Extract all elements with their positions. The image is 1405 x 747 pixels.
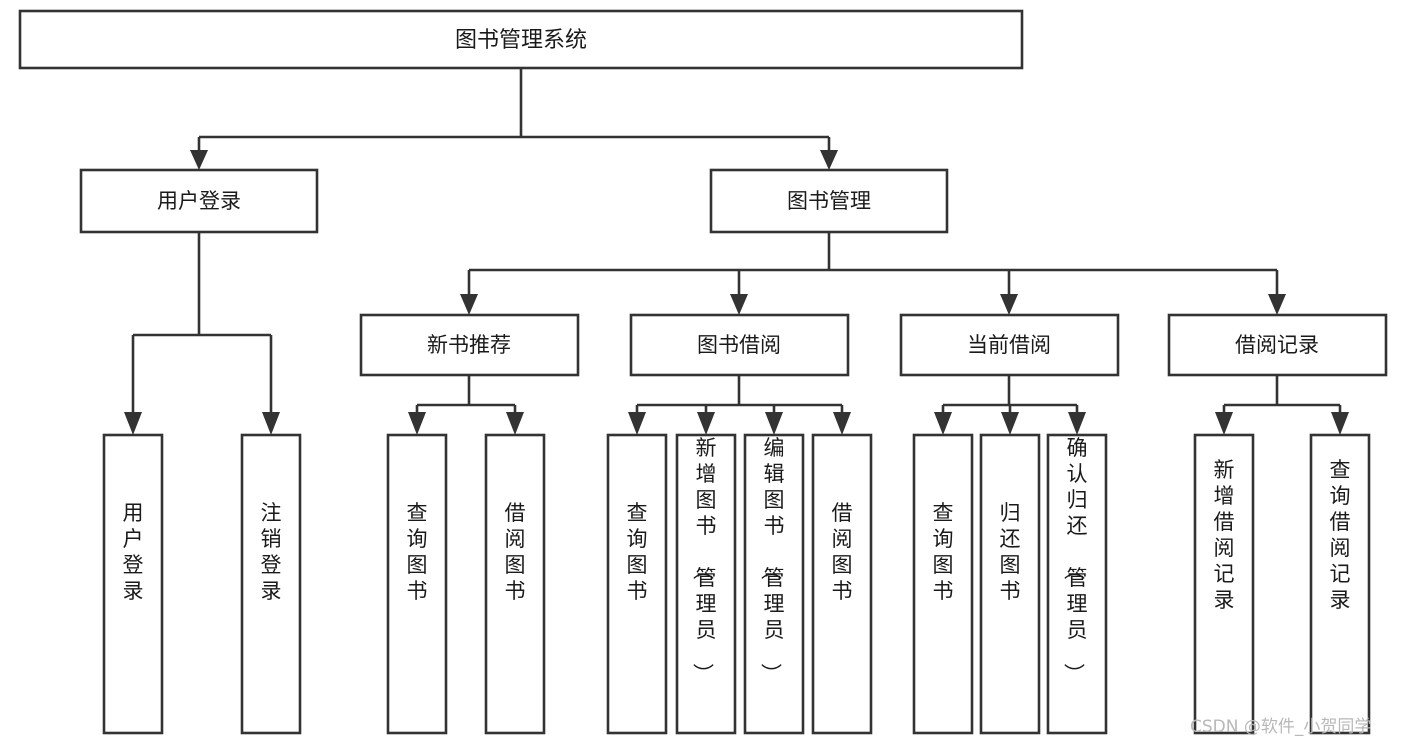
arrow-head-leaf-book-borrow-3: [765, 412, 783, 435]
node-leaf-borrow-book-newbook[interactable]: 借阅图书: [484, 433, 546, 735]
node-book-management[interactable]: 图书管理: [709, 168, 949, 234]
node-leaf-confirm-return-admin[interactable]: 确认归还（管理员）: [1046, 433, 1108, 735]
node-new-book-recommend-label: 新书推荐: [427, 333, 511, 357]
node-leaf-return-book-label: 归还图书: [1000, 501, 1021, 603]
arrow-head-current-borrow: [1000, 294, 1018, 315]
node-borrow-record-label: 借阅记录: [1235, 333, 1319, 357]
node-leaf-query-book-label: 查询图书: [627, 501, 648, 603]
arrow-head-book-mgmt: [820, 150, 838, 170]
node-leaf-user-login-label: 用户登录: [123, 501, 144, 603]
node-leaf-borrow-book-label: 借阅图书: [832, 501, 853, 603]
node-leaf-user-login-box[interactable]: [102, 433, 164, 735]
arrow-head-leaf-book-borrow-1: [628, 412, 646, 435]
node-leaf-query-book-newbook[interactable]: 查询图书: [386, 433, 448, 735]
arrow-head-leaf-current-2: [1001, 412, 1019, 435]
node-leaf-query-borrow-record[interactable]: 查询借阅记录: [1309, 433, 1371, 735]
node-book-management-box[interactable]: [709, 168, 949, 234]
node-leaf-return-book-box[interactable]: [979, 433, 1041, 735]
node-leaf-add-borrow-record-box[interactable]: [1193, 433, 1255, 735]
node-leaf-edit-book-admin-box[interactable]: [743, 433, 805, 735]
node-current-borrow-label: 当前借阅: [967, 333, 1051, 357]
node-book-borrow[interactable]: 图书借阅: [629, 313, 850, 377]
node-leaf-user-login[interactable]: 用户登录: [102, 433, 164, 735]
node-current-borrow-box[interactable]: [899, 313, 1120, 377]
arrow-head-leaf-new-book-1: [408, 412, 426, 435]
arrow-head-leaf-user-login-2: [262, 412, 280, 435]
arrow-head-leaf-book-borrow-2: [697, 412, 715, 435]
node-user-login[interactable]: 用户登录: [79, 168, 319, 234]
node-leaf-logout-label: 注销登录: [261, 501, 282, 603]
node-leaf-add-book-admin-label: 新增图书（管理员）: [691, 436, 717, 684]
node-leaf-confirm-return-admin-box[interactable]: [1046, 433, 1108, 735]
node-leaf-add-book-admin[interactable]: 新增图书（管理员）: [675, 433, 737, 735]
node-leaf-borrow-book-newbook-box[interactable]: [484, 433, 546, 735]
node-leaf-logout-box[interactable]: [240, 433, 302, 735]
node-leaf-add-borrow-record-label: 新增借阅记录: [1214, 458, 1235, 612]
arrow-head-leaf-record-1: [1215, 412, 1233, 435]
node-leaf-add-book-admin-box[interactable]: [675, 433, 737, 735]
node-user-login-box[interactable]: [79, 168, 319, 234]
node-leaf-query-borrow-record-box[interactable]: [1309, 433, 1371, 735]
csdn-watermark: CSDN @软件_小贺同学: [1190, 717, 1371, 737]
node-leaf-edit-book-admin[interactable]: 编辑图书（管理员）: [743, 433, 805, 735]
arrow-head-borrow-record: [1268, 294, 1286, 315]
arrow-head-new-book: [460, 294, 478, 315]
node-root-label: 图书管理系统: [455, 28, 587, 53]
node-leaf-borrow-book-box[interactable]: [811, 433, 873, 735]
arrow-head-leaf-record-2: [1331, 412, 1349, 435]
node-root-box[interactable]: [18, 9, 1024, 70]
node-leaf-borrow-book[interactable]: 借阅图书: [811, 433, 873, 735]
node-root-system[interactable]: 图书管理系统: [18, 9, 1024, 70]
node-leaf-borrow-book-newbook-label: 借阅图书: [505, 501, 526, 603]
arrow-head-leaf-current-1: [934, 412, 952, 435]
node-leaf-query-book-current-box[interactable]: [912, 433, 974, 735]
arrow-head-leaf-new-book-2: [506, 412, 524, 435]
node-new-book-recommend-box[interactable]: [359, 313, 580, 377]
arrow-head-book-borrow: [730, 294, 748, 315]
node-book-borrow-box[interactable]: [629, 313, 850, 377]
node-leaf-edit-book-admin-label: 编辑图书（管理员）: [759, 436, 785, 684]
node-leaf-query-book-newbook-box[interactable]: [386, 433, 448, 735]
arrow-head-user-login: [190, 150, 208, 170]
node-leaf-query-book[interactable]: 查询图书: [606, 433, 668, 735]
node-book-borrow-label: 图书借阅: [697, 333, 781, 357]
arrow-head-leaf-current-3: [1068, 412, 1086, 435]
arrow-head-leaf-book-borrow-4: [833, 412, 851, 435]
node-user-login-label: 用户登录: [157, 189, 241, 213]
node-leaf-query-book-newbook-label: 查询图书: [407, 501, 428, 603]
node-leaf-confirm-return-admin-label: 确认归还（管理员）: [1062, 436, 1088, 684]
node-leaf-query-book-current-label: 查询图书: [933, 501, 954, 603]
node-book-management-label: 图书管理: [787, 189, 871, 213]
arrow-head-leaf-user-login-1: [124, 412, 142, 435]
node-leaf-return-book[interactable]: 归还图书: [979, 433, 1041, 735]
node-leaf-logout[interactable]: 注销登录: [240, 433, 302, 735]
node-borrow-record-box[interactable]: [1167, 313, 1388, 377]
node-leaf-add-borrow-record[interactable]: 新增借阅记录: [1193, 433, 1255, 735]
node-current-borrow[interactable]: 当前借阅: [899, 313, 1120, 377]
node-borrow-record[interactable]: 借阅记录: [1167, 313, 1388, 377]
node-leaf-query-book-box[interactable]: [606, 433, 668, 735]
node-leaf-query-borrow-record-label: 查询借阅记录: [1330, 458, 1351, 612]
connector-group: [124, 68, 1349, 435]
node-leaf-query-book-current[interactable]: 查询图书: [912, 433, 974, 735]
node-new-book-recommend[interactable]: 新书推荐: [359, 313, 580, 377]
